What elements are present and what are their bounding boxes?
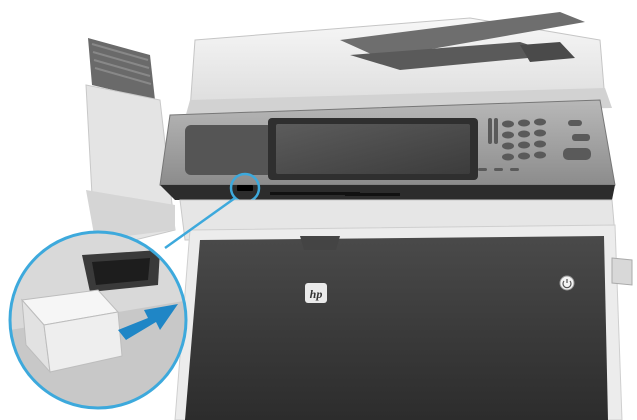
printer-body: hp	[174, 199, 633, 420]
control-panel	[159, 99, 616, 186]
door-handle[interactable]	[300, 236, 340, 250]
front-door[interactable]	[185, 236, 608, 420]
document-feeder	[185, 12, 612, 118]
touchscreen[interactable]	[276, 124, 470, 174]
usb-port-icon[interactable]	[237, 185, 253, 191]
removal-arrow-icon	[118, 304, 178, 340]
side-display	[185, 125, 273, 175]
panel-front-edge	[160, 172, 615, 204]
hp-logo-text: hp	[310, 287, 323, 301]
usb-cover-icon[interactable]	[21, 289, 123, 374]
hp-logo-icon	[305, 283, 327, 303]
numeric-keypad[interactable]	[478, 118, 591, 171]
side-output-tray	[85, 38, 176, 251]
callout-ring	[8, 230, 188, 410]
zoom-callout	[8, 230, 188, 410]
callout-leader-line	[164, 196, 236, 250]
start-button[interactable]	[563, 148, 591, 160]
side-latch[interactable]	[611, 257, 633, 286]
